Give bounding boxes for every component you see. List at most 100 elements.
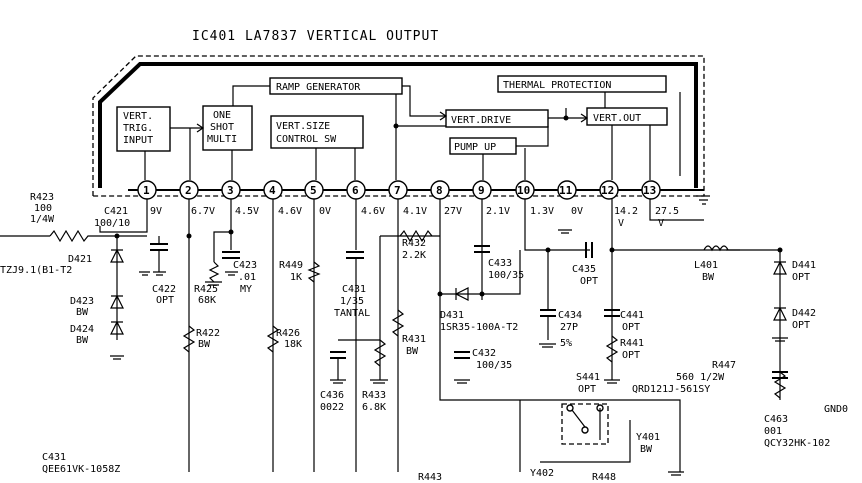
- pin-9-voltage: 2.1V: [486, 206, 510, 217]
- one-shot-line2: SHOT: [210, 122, 234, 133]
- pin-7-voltage: 4.1V: [403, 206, 427, 217]
- one-shot-line1: ONE: [213, 110, 231, 121]
- c463-label: C463: [764, 414, 788, 425]
- y402-label: Y402: [530, 468, 554, 479]
- c434-tolerance: 5%: [560, 338, 572, 349]
- c433-value: 100/35: [488, 270, 524, 281]
- pin-6: 6: [346, 180, 366, 200]
- r426-label: R426: [276, 328, 300, 339]
- r433-label: R433: [362, 390, 386, 401]
- pump-up-label: PUMP UP: [454, 142, 496, 153]
- c441-label: C441: [620, 310, 644, 321]
- vert-out-label: VERT.OUT: [593, 113, 641, 124]
- pin-7: 7: [388, 180, 408, 200]
- pin-4-voltage: 4.6V: [278, 206, 302, 217]
- c434-label: C434: [558, 310, 582, 321]
- c431-value: 1/35: [340, 296, 364, 307]
- c432-label: C432: [472, 348, 496, 359]
- pin-13-voltage-unit: V: [658, 218, 664, 229]
- d431-label: D431: [440, 310, 464, 321]
- pin-4-number: 4: [269, 184, 276, 197]
- r422-label: R422: [196, 328, 220, 339]
- c423-type: MY: [240, 284, 252, 295]
- c423-value: .01: [238, 272, 256, 283]
- vert-size-line2: CONTROL SW: [276, 134, 337, 145]
- block-pump-up: PUMP UP: [449, 137, 517, 155]
- ic-outline-thick: [98, 62, 698, 188]
- c423-label: C423: [233, 260, 257, 271]
- pin-11: 11: [557, 180, 577, 200]
- pin-5-voltage: 0V: [319, 206, 331, 217]
- pin-8-voltage: 27V: [444, 206, 462, 217]
- r425-value: 68K: [198, 295, 216, 306]
- y401-label: Y401: [636, 432, 660, 443]
- d421-value: TZJ9.1(B1-T2: [0, 265, 72, 276]
- junction-dots: [114, 115, 783, 297]
- pin-8: 8: [430, 180, 450, 200]
- pin-10: 10: [515, 180, 535, 200]
- r422-value: BW: [198, 339, 211, 350]
- l401-label: L401: [694, 260, 718, 271]
- block-one-shot-multi: ONE SHOT MULTI: [202, 105, 253, 151]
- resistor-symbols: [49, 229, 787, 399]
- block-ramp-generator: RAMP GENERATOR: [269, 77, 403, 95]
- pin-1-voltage: 9V: [150, 206, 162, 217]
- pin-5: 5: [304, 180, 324, 200]
- r423-label: R423: [30, 192, 54, 203]
- d442-value: OPT: [792, 320, 810, 331]
- r423-rating: 1/4W: [30, 214, 55, 225]
- pin-11-voltage: 0V: [571, 206, 583, 217]
- c436-label: C436: [320, 390, 344, 401]
- ground-symbols: [110, 229, 788, 476]
- r449-label: R449: [279, 260, 303, 271]
- bus-ground-symbol: [696, 195, 710, 205]
- c422-value: OPT: [156, 295, 174, 306]
- r449-value: 1K: [290, 272, 302, 283]
- gnd-partial-label: GND0: [824, 404, 848, 415]
- internal-wiring: [144, 85, 681, 180]
- pin-8-number: 8: [436, 184, 443, 197]
- c441-value: OPT: [622, 322, 640, 333]
- pin-10-voltage: 1.3V: [530, 206, 554, 217]
- pin-3-number: 3: [227, 184, 234, 197]
- y401-wire: [540, 420, 631, 463]
- external-wiring: [0, 199, 781, 472]
- s441-label: S441: [576, 372, 600, 383]
- c422-label: C422: [152, 284, 176, 295]
- d431-value: 1SR35-100A-T2: [440, 322, 518, 333]
- d424-label: D424: [70, 324, 94, 335]
- d441-value: OPT: [792, 272, 810, 283]
- d442-label: D442: [792, 308, 816, 319]
- pin-12-voltage: 14.2: [614, 206, 638, 217]
- c435-value: OPT: [580, 276, 598, 287]
- vert-trig-line2: TRIG.: [123, 123, 153, 134]
- pin-2-number: 2: [185, 184, 192, 197]
- pin-5-number: 5: [310, 184, 317, 197]
- pin-6-voltage: 4.6V: [361, 206, 385, 217]
- pin-13: 13: [641, 180, 661, 200]
- block-vert-drive: VERT.DRIVE: [445, 109, 549, 128]
- d423-label: D423: [70, 296, 94, 307]
- r431-label: R431: [402, 334, 426, 345]
- vert-drive-label: VERT.DRIVE: [451, 115, 511, 126]
- one-shot-line3: MULTI: [207, 134, 237, 145]
- r443-label: R443: [418, 472, 442, 483]
- c463-value: 001: [764, 426, 782, 437]
- vert-trig-line3: INPUT: [123, 135, 153, 146]
- pin-2: 2: [179, 180, 199, 200]
- r447-part: QRD121J-561SY: [632, 384, 710, 395]
- s441-value: OPT: [578, 384, 596, 395]
- d424-value: BW: [76, 335, 89, 346]
- l401-value: BW: [702, 272, 715, 283]
- c421-label: C421: [104, 206, 128, 217]
- component-labels: R423 100 1/4W C421 100/10 D421 TZJ9.1(B1…: [0, 192, 848, 483]
- pin-1: 1: [137, 180, 157, 200]
- c433-label: C433: [488, 258, 512, 269]
- c432-value: 100/35: [476, 360, 512, 371]
- vert-size-line1: VERT.SIZE: [276, 121, 330, 132]
- pin-3: 3: [221, 180, 241, 200]
- pin-3-voltage: 4.5V: [235, 206, 259, 217]
- r441-value: OPT: [622, 350, 640, 361]
